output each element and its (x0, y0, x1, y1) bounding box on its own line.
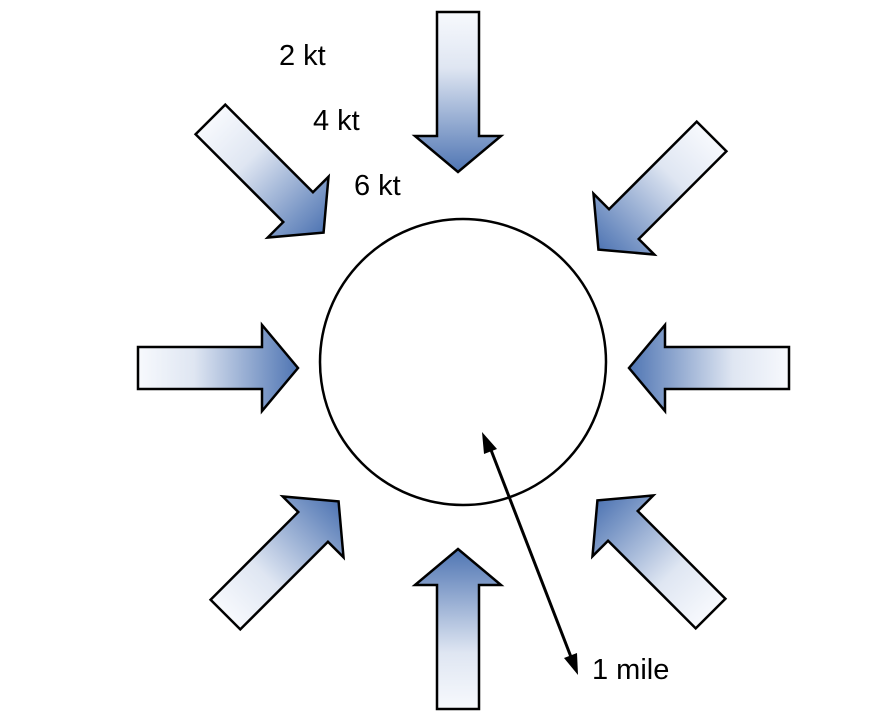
arrow-south (413, 547, 503, 711)
radius-arrowhead-bottom (564, 653, 578, 675)
arrow-southeast (565, 468, 743, 646)
radius-arrowhead-top (482, 432, 497, 454)
speed-label-2kt: 2 kt (279, 40, 326, 72)
arrow-west (136, 323, 300, 413)
arrow-north (413, 10, 503, 174)
speed-label-4kt: 4 kt (313, 105, 360, 137)
arrow-southwest (193, 469, 371, 647)
center-circle (318, 217, 608, 507)
arrow-northeast (566, 104, 744, 282)
speed-label-6kt: 6 kt (354, 170, 401, 202)
radius-arrow (482, 432, 578, 675)
radius-label: 1 mile (592, 654, 670, 686)
arrow-east (627, 323, 791, 413)
